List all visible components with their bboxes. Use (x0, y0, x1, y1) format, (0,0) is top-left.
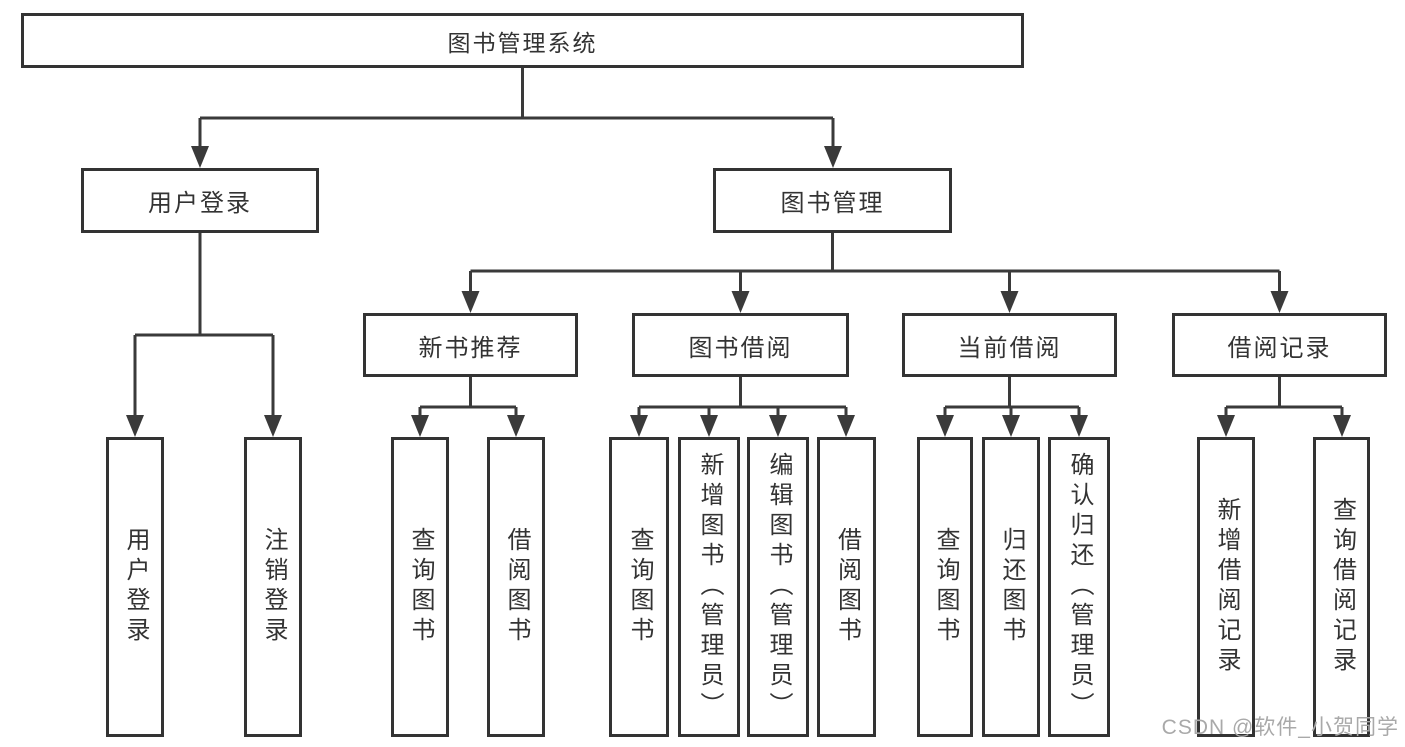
leaf-borrow-book: 借阅图书 (817, 437, 876, 737)
node-borrow-record: 借阅记录 (1172, 313, 1387, 377)
arrowhead (264, 415, 282, 437)
node-book-management: 图书管理 (713, 168, 952, 233)
leaf-query-borrow-record: 查询借阅记录 (1313, 437, 1370, 737)
leaf-borrow-book-label: 借阅图书 (833, 527, 861, 647)
arrowhead (1270, 291, 1289, 313)
leaf-recommend-borrow-book-label: 借阅图书 (503, 527, 530, 647)
arrowhead (411, 415, 429, 437)
node-current-borrow: 当前借阅 (902, 313, 1117, 377)
arrowhead (700, 415, 718, 437)
leaf-logout-label: 注销登录 (260, 527, 287, 647)
node-book-management-label: 图书管理 (780, 190, 885, 217)
connector-user-login-branch (126, 233, 282, 437)
leaf-query-borrow-record-label: 查询借阅记录 (1328, 497, 1356, 677)
leaf-return-book: 归还图书 (982, 437, 1040, 737)
arrowhead (1000, 291, 1019, 313)
leaf-current-query-book: 查询图书 (917, 437, 973, 737)
arrowhead (191, 146, 209, 168)
leaf-user-login-label: 用户登录 (122, 527, 149, 647)
connector-new-book-branch (411, 377, 525, 437)
arrowhead (126, 415, 144, 437)
leaf-edit-book-admin: 编辑图书（管理员） (747, 437, 809, 737)
arrowhead (630, 415, 648, 437)
leaf-recommend-query-book-label: 查询图书 (407, 527, 434, 647)
leaf-add-book-admin-label: 新增图书（管理员） (696, 452, 723, 722)
node-system-root-label: 图书管理系统 (447, 29, 598, 56)
connector-borrow-record-branch (1217, 377, 1351, 437)
arrowhead (1217, 415, 1235, 437)
node-user-login: 用户登录 (81, 168, 319, 233)
node-system-root: 图书管理系统 (21, 13, 1024, 68)
arrowhead (507, 415, 525, 437)
node-borrow-record-label: 借阅记录 (1227, 334, 1332, 362)
leaf-edit-book-admin-label: 编辑图书（管理员） (765, 452, 792, 722)
arrowhead (461, 291, 480, 313)
node-book-borrow: 图书借阅 (632, 313, 849, 377)
arrowhead (769, 415, 787, 437)
leaf-add-book-admin: 新增图书（管理员） (678, 437, 740, 737)
arrowhead (1002, 415, 1020, 437)
leaf-recommend-query-book: 查询图书 (391, 437, 449, 737)
leaf-recommend-borrow-book: 借阅图书 (487, 437, 545, 737)
node-user-login-label: 用户登录 (148, 190, 252, 217)
leaf-current-query-book-label: 查询图书 (932, 527, 959, 647)
leaf-user-login: 用户登录 (106, 437, 164, 737)
leaf-borrow-query-book-label: 查询图书 (626, 527, 653, 647)
leaf-return-book-label: 归还图书 (998, 527, 1025, 647)
leaf-add-borrow-record-label: 新增借阅记录 (1213, 497, 1240, 677)
connector-current-borrow-branch (936, 377, 1088, 437)
csdn-watermark: CSDN @软件_小贺同学 (1161, 716, 1399, 739)
connector-book-borrow-branch (630, 377, 855, 437)
connector-book-mgmt-branch (461, 233, 1289, 313)
leaf-add-borrow-record: 新增借阅记录 (1197, 437, 1255, 737)
leaf-logout: 注销登录 (244, 437, 302, 737)
node-new-book-recommend: 新书推荐 (363, 313, 578, 377)
arrowhead (837, 415, 855, 437)
leaf-confirm-return-admin-label: 确认归还（管理员） (1066, 452, 1093, 722)
node-new-book-recommend-label: 新书推荐 (418, 334, 523, 362)
arrowhead (731, 291, 750, 313)
connector-root-to-level2 (191, 68, 842, 168)
leaf-confirm-return-admin: 确认归还（管理员） (1048, 437, 1110, 737)
arrowhead (1333, 415, 1351, 437)
node-current-borrow-label: 当前借阅 (957, 334, 1062, 362)
node-book-borrow-label: 图书借阅 (688, 334, 793, 362)
arrowhead (824, 146, 842, 168)
leaf-borrow-query-book: 查询图书 (609, 437, 669, 737)
arrowhead (1070, 415, 1088, 437)
arrowhead (936, 415, 954, 437)
